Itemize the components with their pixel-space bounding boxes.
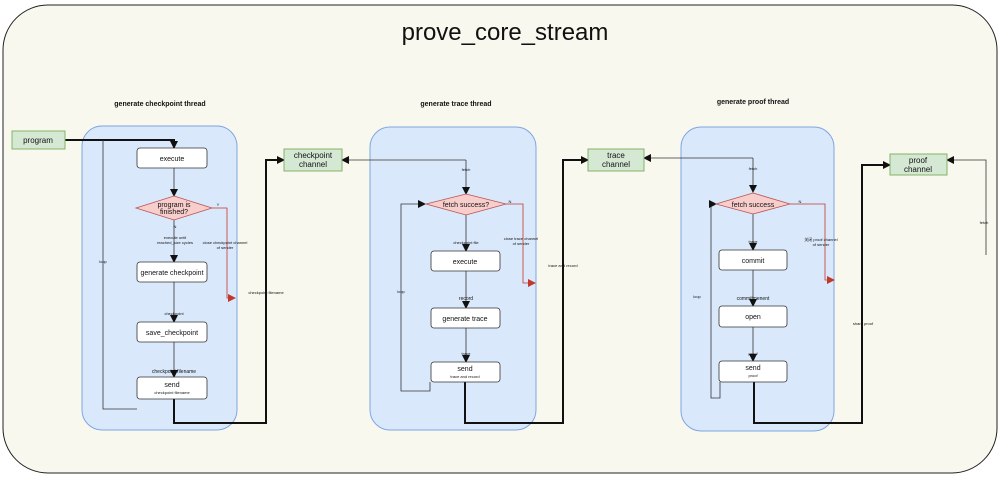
svg-text:channel: channel <box>299 160 327 169</box>
edge-checkpoint-send-to-channel <box>173 156 285 424</box>
edge-label-cp-filename: checkpoint filename <box>152 369 196 375</box>
tr-decision-node: fetch success? <box>424 193 508 216</box>
edge-label-pf-proof: proof <box>748 351 758 356</box>
edge-label-cp-n: N <box>174 224 177 229</box>
edge-label-pf-loop: loop <box>693 294 701 299</box>
edge-pf-fetch-from-proof-channel <box>946 156 987 255</box>
svg-text:send: send <box>164 382 179 389</box>
edge-label-cp-to-channel: checkpoint filename <box>248 290 284 295</box>
diagram-title: prove_core_stream <box>402 19 609 46</box>
edge-cp-program-loop <box>102 140 137 410</box>
svg-text:program: program <box>23 136 53 145</box>
edge-label-tr-loop: loop <box>397 289 405 294</box>
svg-text:trace: trace <box>607 151 625 160</box>
svg-text:send: send <box>745 365 760 372</box>
edge-label-pf-fetch-right: fetch <box>980 220 989 225</box>
edge-label-tr-close-1: close trace channel <box>504 236 539 241</box>
program-node: program <box>11 130 66 150</box>
svg-text:fetch success: fetch success <box>732 202 775 209</box>
edge-pf-loop <box>709 200 721 399</box>
edge-label-pf-close-1: 关闭 proof channel <box>804 236 837 242</box>
svg-text:generate checkpoint: generate checkpoint <box>140 270 203 277</box>
edge-pf-decision-no-close <box>790 203 835 284</box>
cp-save-checkpoint-node: save_checkpoint <box>136 321 208 343</box>
edge-label-pf-to-channel: shard proof <box>853 321 874 326</box>
edge-label-cp-execute-until-2: reached_size cycles <box>157 240 193 245</box>
thread-container-trace <box>369 126 537 431</box>
svg-text:execute: execute <box>453 259 478 266</box>
svg-text:channel: channel <box>904 165 932 174</box>
svg-text:trace and record: trace and record <box>450 374 479 379</box>
svg-text:channel: channel <box>602 160 630 169</box>
edge-label-cp-y: Y <box>217 202 220 207</box>
edge-tr-loop <box>400 200 431 392</box>
cp-decision-node: program is finished? <box>134 195 214 221</box>
pf-open-node: open <box>718 305 788 328</box>
svg-text:proof: proof <box>909 156 928 165</box>
edge-label-cp-checkpoint: checkpoint <box>164 311 184 316</box>
tr-execute-node: execute <box>430 250 501 272</box>
thread-title-proof: generate proof thread <box>717 99 789 106</box>
cp-send-node: send checkpoint filename <box>136 376 208 400</box>
edge-tr-decision-no-close <box>506 203 536 287</box>
edge-label-cp-execute-until-1: execute until <box>164 235 187 240</box>
edge-label-pf-commitment: commitmenent <box>737 296 770 302</box>
pf-send-node: send proof <box>718 360 788 383</box>
edge-program-to-execute <box>65 139 178 149</box>
svg-text:proof: proof <box>748 373 758 378</box>
edge-cp-decision-yes-close <box>212 207 236 302</box>
svg-text:fetch success?: fetch success? <box>443 202 489 209</box>
svg-text:program is: program is <box>157 202 191 209</box>
edge-label-tr-n: N <box>509 199 512 204</box>
edge-label-pf-n: N <box>799 199 802 204</box>
edge-label-tr-checkpoint-file: checkpoint file <box>453 240 479 245</box>
cp-generate-checkpoint-node: generate checkpoint <box>136 261 208 283</box>
edge-proof-send-to-channel <box>753 161 891 424</box>
svg-text:commit: commit <box>742 258 765 265</box>
svg-text:checkpoint: checkpoint <box>294 151 333 160</box>
edge-label-cp-close-1: close checkpoint channel <box>203 240 248 245</box>
trace-channel-node: trace channel <box>587 148 645 172</box>
svg-text:execute: execute <box>160 156 185 163</box>
edge-label-pf-close-2: of sender <box>813 242 830 247</box>
svg-text:finished?: finished? <box>160 209 188 216</box>
edge-label-tr-fetch: fetch <box>462 167 471 172</box>
svg-text:save_checkpoint: save_checkpoint <box>146 330 198 337</box>
pf-decision-node: fetch success <box>714 192 792 215</box>
thread-title-checkpoint: generate checkpoint thread <box>114 101 205 108</box>
svg-text:checkpoint filename: checkpoint filename <box>154 390 190 395</box>
edge-trace-send-to-channel <box>464 156 589 424</box>
svg-text:open: open <box>745 314 761 321</box>
thread-container-proof <box>680 126 835 432</box>
tr-send-node: send trace and record <box>430 361 501 383</box>
pf-commit-node: commit <box>718 249 788 271</box>
edge-label-tr-trace: trace <box>462 351 472 356</box>
edge-label-tr-record: record <box>459 296 473 302</box>
edge-label-cp-close-2: of sender <box>217 245 234 250</box>
edge-label-cp-loop: loop <box>99 259 107 264</box>
svg-text:generate trace: generate trace <box>442 316 487 323</box>
cp-execute-node: execute <box>136 147 208 169</box>
tr-generate-trace-node: generate trace <box>430 307 501 329</box>
thread-title-trace: generate trace thread <box>420 101 491 108</box>
edge-label-tr-close-2: of sender <box>513 241 530 246</box>
edge-label-tr-to-channel: trace and record <box>548 263 577 268</box>
proof-channel-node: proof channel <box>889 153 948 176</box>
edge-label-pf-trace: trace <box>749 239 759 244</box>
edge-label-pf-fetch: fetch <box>749 166 758 171</box>
svg-text:send: send <box>457 366 472 373</box>
checkpoint-channel-node: checkpoint channel <box>283 148 343 172</box>
